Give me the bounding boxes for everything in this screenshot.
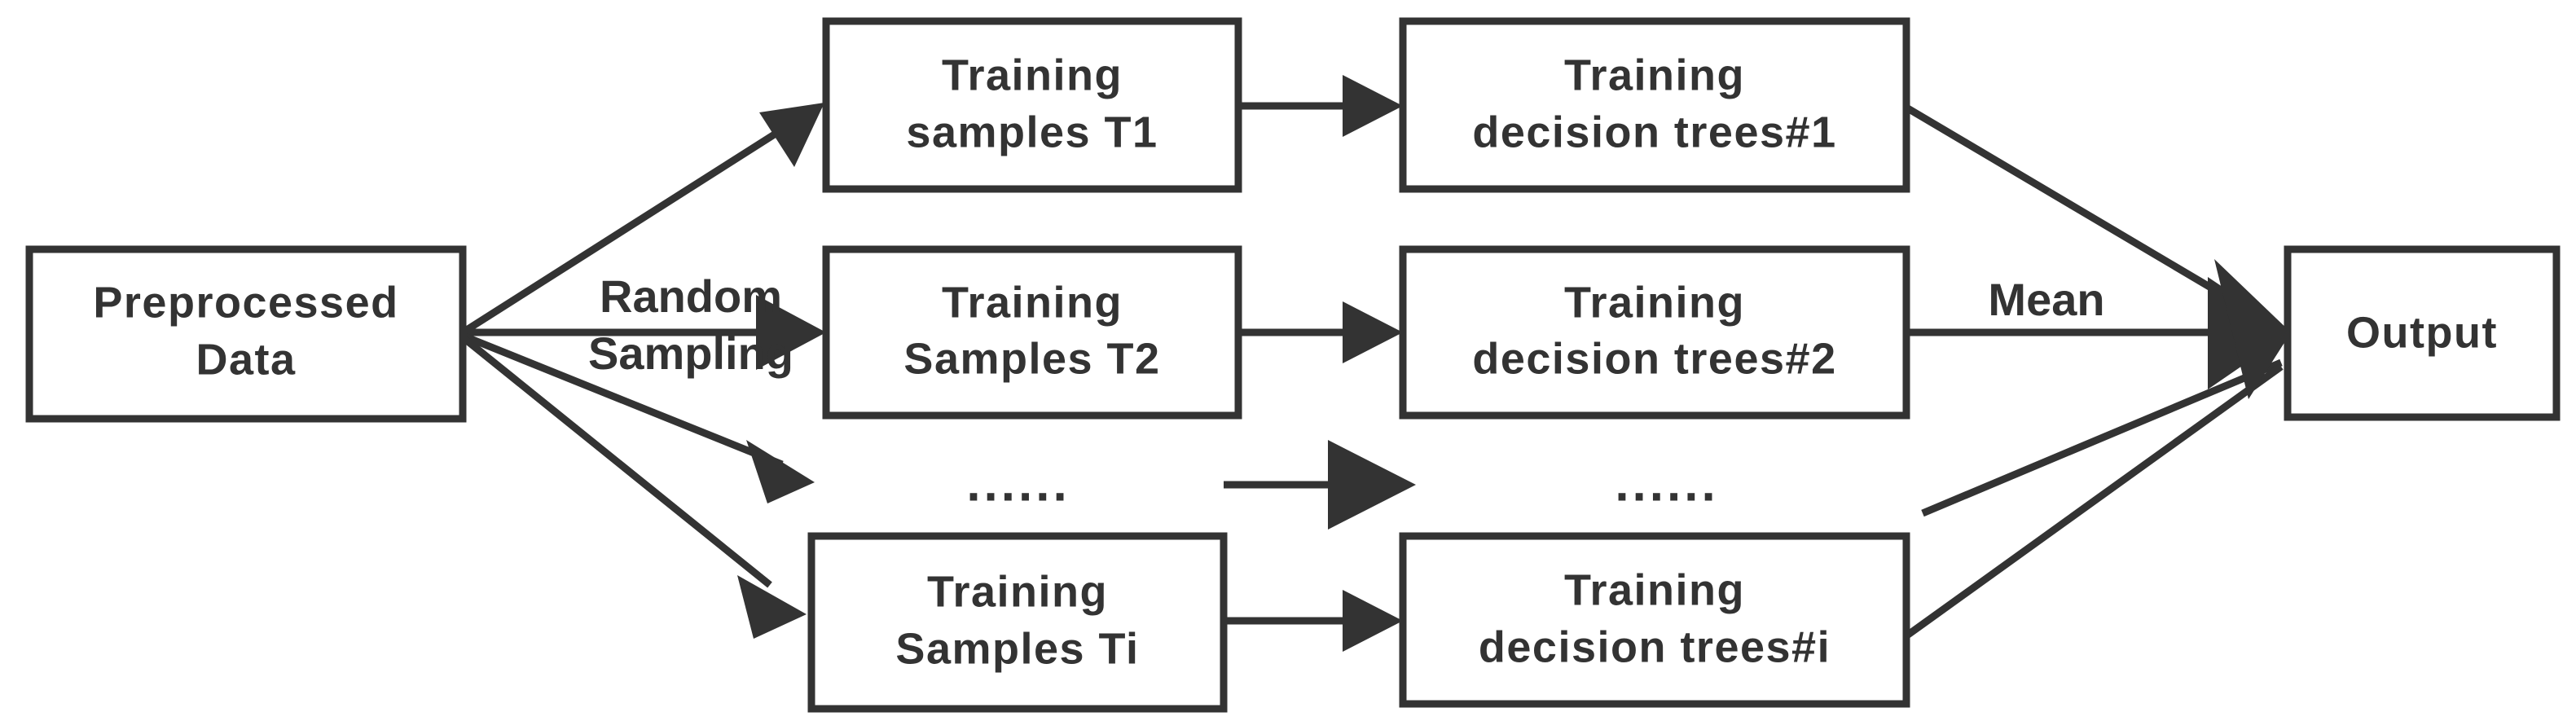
- node-output[interactable]: Output: [2284, 245, 2561, 421]
- edge-label-mean: Mean: [1988, 274, 2104, 325]
- node-box-samples-t2[interactable]: [822, 245, 1242, 420]
- edge-t2-to-trees2: [1238, 301, 1403, 363]
- edge-label-random-sampling-line2: Sampling: [588, 328, 793, 379]
- edge-ellipsis-connector: [1224, 440, 1416, 530]
- node-box-trees-1[interactable]: [1399, 17, 1910, 193]
- node-box-samples-t1[interactable]: [822, 17, 1242, 193]
- edge-sampling-to-ellipsis: [461, 332, 815, 503]
- node-label-trees-i-line1: Training: [1564, 565, 1745, 614]
- edge-label-random-sampling-line1: Random: [600, 270, 782, 322]
- node-trees-i[interactable]: Training decision trees#i: [1399, 532, 1910, 708]
- node-label-trees-2-line2: decision trees#2: [1472, 334, 1836, 383]
- edge-sampling-to-t2: [463, 295, 826, 370]
- edge-ellipsis-to-output: [1921, 358, 2283, 517]
- node-box-trees-i[interactable]: [1399, 532, 1910, 708]
- arrow-head-t2-trees2: [1343, 301, 1403, 363]
- arrow-head-ellipsis-connector: [1328, 440, 1416, 530]
- node-label-output: Output: [2346, 308, 2498, 357]
- arrow-head-ti-treesi: [1343, 590, 1403, 652]
- edge-line-sampling-t1: [460, 115, 802, 336]
- edge-t1-to-trees1: [1238, 75, 1403, 137]
- node-label-trees-1-line2: decision trees#1: [1472, 108, 1836, 156]
- ellipsis-trees-column: ......: [1615, 455, 1718, 512]
- node-samples-t1[interactable]: Training samples T1: [822, 17, 1242, 193]
- arrow-head-sampling-t1: [759, 103, 824, 167]
- node-label-samples-ti-line2: Samples Ti: [895, 624, 1139, 673]
- node-label-samples-t1-line2: samples T1: [906, 108, 1158, 156]
- node-preprocessed-data[interactable]: Preprocessed Data: [25, 245, 467, 423]
- edge-line-treesi-output: [1902, 363, 2284, 640]
- node-label-samples-t1-line1: Training: [942, 51, 1123, 99]
- edge-sampling-to-t1: [460, 103, 824, 336]
- edge-line-sampling-ellipsis: [461, 332, 784, 468]
- node-box-preprocessed-data[interactable]: [25, 245, 467, 423]
- node-label-samples-ti-line1: Training: [927, 567, 1108, 616]
- arrow-head-t1-trees1: [1343, 75, 1403, 137]
- node-samples-ti[interactable]: Training Samples Ti: [807, 532, 1228, 713]
- arrow-head-sampling-ti: [737, 575, 807, 639]
- node-box-trees-2[interactable]: [1399, 245, 1910, 420]
- node-label-preprocessed-data-line2: Data: [196, 335, 296, 384]
- node-label-trees-2-line1: Training: [1564, 278, 1745, 327]
- node-box-samples-ti[interactable]: [807, 532, 1228, 713]
- edge-sampling-to-ti: [460, 334, 807, 639]
- node-label-trees-1-line1: Training: [1564, 51, 1745, 99]
- edge-ti-to-treesi: [1222, 590, 1403, 652]
- node-box-output[interactable]: [2284, 245, 2561, 421]
- edge-label-random-sampling: Random Sampling: [588, 270, 793, 379]
- edges-group: [460, 75, 2291, 652]
- ellipsis-samples-column: ......: [966, 455, 1070, 512]
- node-label-samples-t2-line2: Samples T2: [903, 334, 1160, 383]
- node-label-trees-i-line2: decision trees#i: [1479, 622, 1831, 671]
- arrow-head-output-converge-2: [2214, 259, 2291, 399]
- arrow-head-sampling-t2: [756, 295, 826, 370]
- arrow-head-sampling-ellipsis: [746, 440, 815, 503]
- edge-line-sampling-ti: [460, 334, 772, 588]
- edge-line-ellipsis-output: [1921, 358, 2283, 517]
- node-label-preprocessed-data-line1: Preprocessed: [93, 278, 398, 327]
- node-trees-2[interactable]: Training decision trees#2: [1399, 245, 1910, 420]
- edge-treesi-to-output: [1902, 363, 2284, 640]
- node-label-samples-t2-line1: Training: [942, 278, 1123, 327]
- edge-label-mean-text: Mean: [1988, 274, 2104, 325]
- node-samples-t2[interactable]: Training Samples T2: [822, 245, 1242, 420]
- node-trees-1[interactable]: Training decision trees#1: [1399, 17, 1910, 193]
